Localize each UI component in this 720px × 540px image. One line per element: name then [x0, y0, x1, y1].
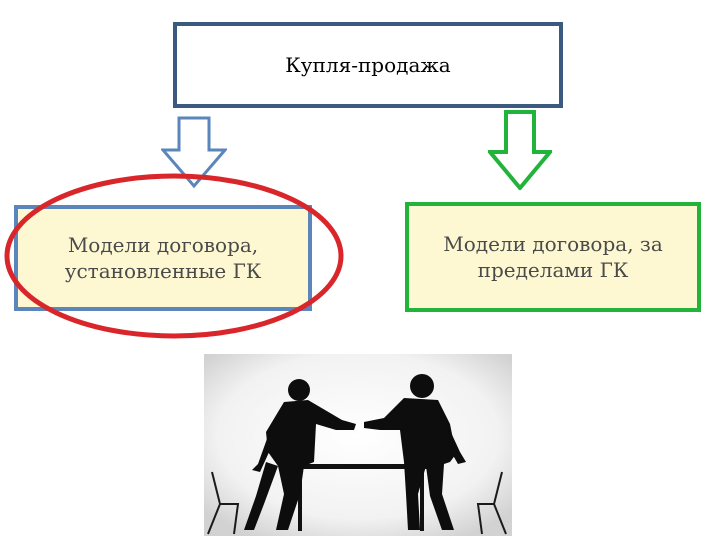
arrow-down-left-icon	[161, 116, 227, 188]
child-node-label-line2: пределами ГК	[477, 258, 629, 282]
child-node-gk-models: Модели договора, установленные ГК	[14, 205, 312, 311]
highlight-ellipse	[4, 173, 344, 339]
child-node-label-line2: установленные ГК	[64, 259, 262, 283]
root-node: Купля-продажа	[173, 22, 563, 108]
child-node-label-line1: Модели договора, за	[443, 232, 663, 256]
child-node-outside-gk-models: Модели договора, за пределами ГК	[405, 202, 701, 312]
child-node-label-line1: Модели договора,	[67, 233, 259, 257]
handshake-silhouette-icon	[204, 354, 512, 536]
root-node-label: Купля-продажа	[285, 53, 451, 77]
arrow-down-right-icon	[488, 110, 552, 190]
